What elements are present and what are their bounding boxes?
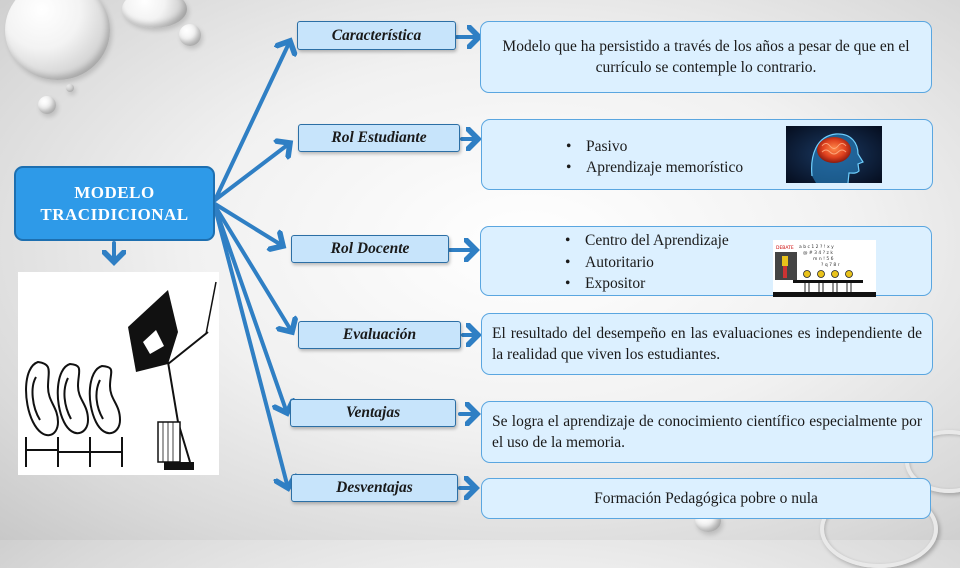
label-text: Ventajas	[345, 404, 401, 421]
list-item: Autoritario	[565, 252, 729, 274]
list-item: Aprendizaje memorístico	[566, 157, 743, 178]
brain-image	[786, 126, 882, 184]
content-text: Se logra el aprendizaje de conocimiento …	[492, 413, 922, 451]
content-caracteristica: Modelo que ha persistido a través de los…	[480, 21, 932, 93]
main-title: MODELO TRACIDICIONAL	[40, 182, 189, 224]
label-text: Rol Estudiante	[331, 129, 427, 146]
arrow-evaluacion	[213, 204, 292, 332]
label-text: Característica	[331, 26, 422, 44]
label-text: Desventajas	[336, 479, 413, 496]
water-drop-decoration	[38, 96, 56, 114]
bullet-list: Centro del Aprendizaje Autoritario Expos…	[539, 230, 729, 295]
label-text: Evaluación	[342, 326, 417, 343]
arrow-desventajas	[213, 206, 288, 488]
label-desventajas: Desventajas	[291, 474, 458, 502]
svg-text:m n ! 5 6: m n ! 5 6	[813, 256, 834, 262]
classroom-caption: DEBATE	[776, 245, 794, 251]
label-ventajas: Ventajas	[290, 399, 456, 427]
label-text: Rol Docente	[330, 240, 410, 257]
label-evaluacion: Evaluación	[298, 321, 461, 349]
label-rol-estudiante: Rol Estudiante	[298, 124, 460, 152]
arrow-rol-docente	[213, 202, 283, 246]
water-drop-decoration	[66, 84, 74, 92]
arrow-ventajas	[213, 205, 287, 413]
list-item: Pasivo	[566, 136, 743, 157]
bullet-list: Pasivo Aprendizaje memorístico	[540, 136, 743, 178]
water-drop-decoration	[179, 24, 201, 46]
arrow-caracteristica	[213, 41, 290, 202]
label-rol-docente: Rol Docente	[291, 235, 449, 263]
content-text: Modelo que ha persistido a través de los…	[502, 38, 910, 76]
list-item: Expositor	[565, 273, 729, 295]
teacher-ears-illustration	[18, 272, 219, 475]
svg-text:? q 7 8 r: ? q 7 8 r	[821, 262, 840, 268]
svg-text:@ # 3 4 ? z k: @ # 3 4 ? z k	[803, 250, 833, 256]
content-text: El resultado del desempeño en las evalua…	[492, 325, 922, 363]
content-text: Formación Pedagógica pobre o nula	[594, 490, 818, 507]
water-drop-decoration	[5, 0, 110, 80]
main-title-box: MODELO TRACIDICIONAL	[14, 166, 215, 241]
classroom-debate-image: a b c 1 2 ? ! x y @ # 3 4 ? z k m n ! 5 …	[773, 240, 876, 297]
arrow-rol-estudiante	[213, 143, 290, 202]
content-desventajas: Formación Pedagógica pobre o nula	[481, 478, 931, 519]
content-ventajas: Se logra el aprendizaje de conocimiento …	[481, 401, 933, 463]
svg-text:a b c 1 2 ? ! x y: a b c 1 2 ? ! x y	[799, 244, 834, 250]
connector-arrows	[0, 0, 960, 540]
content-evaluacion: El resultado del desempeño en las evalua…	[481, 313, 933, 375]
label-caracteristica: Característica	[297, 21, 456, 50]
list-item: Centro del Aprendizaje	[565, 230, 729, 252]
